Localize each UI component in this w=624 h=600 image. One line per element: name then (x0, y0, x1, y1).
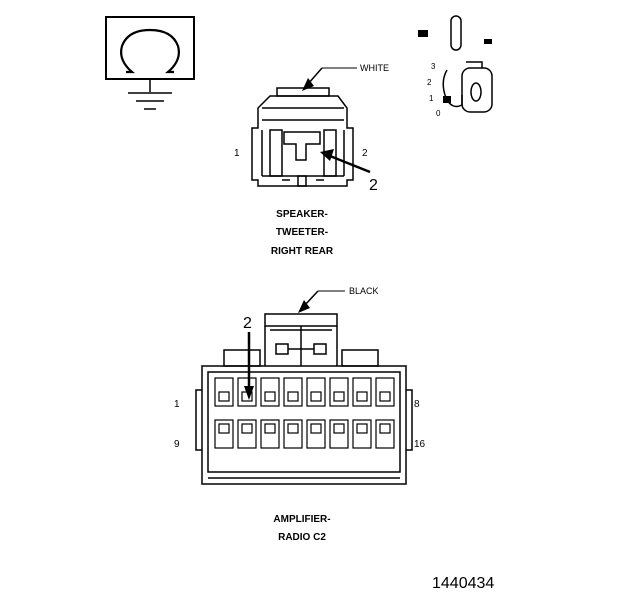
cavity-13 (306, 419, 326, 449)
cavity-12 (283, 419, 303, 449)
cavity-terminal-3 (264, 391, 276, 402)
cavity-4 (283, 377, 303, 407)
cavity-terminal-7 (356, 391, 368, 402)
cavity-1 (214, 377, 234, 407)
cavity-terminal-14 (333, 423, 345, 434)
cavity-7 (352, 377, 372, 407)
amplifier-pin-9: 9 (174, 439, 180, 450)
amplifier-caption-line-1: AMPLIFIER- (273, 514, 330, 525)
speaker-wire-color: WHITE (360, 63, 389, 73)
cavity-terminal-6 (333, 391, 345, 402)
key-position-0: 0 (436, 109, 441, 118)
amplifier-caption-line-2: RADIO C2 (278, 532, 326, 543)
speaker-callout-2: 2 (369, 177, 378, 194)
speaker-pin-1: 1 (234, 148, 240, 159)
amplifier-callout-2: 2 (243, 315, 252, 332)
cavity-terminal-4 (287, 391, 299, 402)
amplifier-pin-16: 16 (414, 439, 426, 450)
cavity-16 (375, 419, 395, 449)
speaker-pin-2: 2 (362, 148, 368, 159)
cavity-2 (237, 377, 257, 407)
speaker-caption-line-2: TWEETER- (276, 227, 328, 238)
cavity-9 (214, 419, 234, 449)
cavity-3 (260, 377, 280, 407)
cavity-terminal-1 (218, 391, 230, 402)
amplifier-connector (195, 313, 413, 485)
ohm-ground-icon (105, 16, 195, 110)
cavity-terminal-15 (356, 423, 368, 434)
speaker-caption-line-3: RIGHT REAR (271, 246, 334, 257)
cavity-terminal-16 (379, 423, 391, 434)
key-position-1: 1 (429, 94, 434, 103)
cavity-8 (375, 377, 395, 407)
cavity-terminal-11 (264, 423, 276, 434)
speaker-caption-line-1: SPEAKER- (276, 209, 328, 220)
amplifier-wire-color: BLACK (349, 286, 379, 296)
figure-number: 1440434 (432, 575, 494, 592)
cavity-terminal-10 (241, 423, 253, 434)
cavity-terminal-5 (310, 391, 322, 402)
cavity-14 (329, 419, 349, 449)
cavity-15 (352, 419, 372, 449)
cavity-6 (329, 377, 349, 407)
amplifier-pin-1: 1 (174, 399, 180, 410)
black-wire-callout (298, 290, 345, 313)
cavity-5 (306, 377, 326, 407)
white-wire-callout (302, 67, 357, 91)
cavity-11 (260, 419, 280, 449)
cavity-terminal-8 (379, 391, 391, 402)
ignition-key-icon: 3 2 1 0 (418, 15, 493, 118)
amplifier-pin-8: 8 (414, 399, 420, 410)
cavity-terminal-13 (310, 423, 322, 434)
cavity-terminal-9 (218, 423, 230, 434)
speaker-pin-2-arrow (320, 149, 371, 174)
amplifier-cavities (214, 377, 395, 449)
cavity-terminal-12 (287, 423, 299, 434)
key-position-2: 2 (427, 78, 432, 87)
cavity-10 (237, 419, 257, 449)
key-position-3: 3 (431, 62, 436, 71)
amplifier-pin-2-arrow (244, 332, 254, 400)
speaker-connector (251, 87, 354, 187)
